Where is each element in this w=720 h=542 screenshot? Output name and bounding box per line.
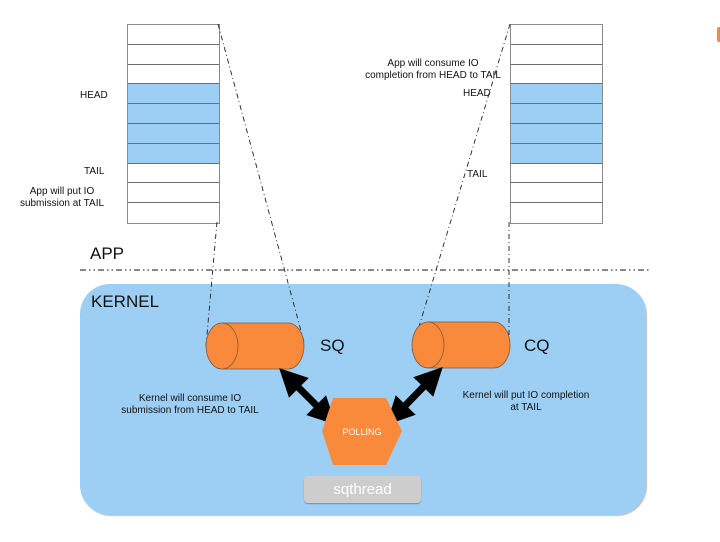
cq-ring-slot-empty bbox=[511, 163, 602, 184]
cq-ring-slot-empty bbox=[511, 64, 602, 85]
sq-kernel-note: Kernel will consume IO submission from H… bbox=[110, 393, 270, 417]
sqthread-box: sqthread bbox=[304, 476, 421, 503]
submission-ring-buffer bbox=[127, 24, 220, 224]
cq-ring-tail-label: TAIL bbox=[467, 169, 488, 180]
sq-ring-note: App will put IO submission at TAIL bbox=[14, 186, 110, 210]
cq-ring-head-label: HEAD bbox=[463, 88, 491, 99]
sq-cylinder bbox=[205, 322, 305, 370]
cq-kernel-note-line-1: Kernel will put IO completion bbox=[462, 390, 590, 401]
cq-ring-slot-filled bbox=[511, 143, 602, 164]
cq-ring-slot-empty bbox=[511, 44, 602, 65]
sq-ring-slot-filled bbox=[128, 143, 219, 164]
sq-projection-line-right bbox=[217, 23, 305, 343]
sq-ring-slot-filled bbox=[128, 123, 219, 144]
sq-ring-slot-empty bbox=[128, 64, 219, 85]
sq-ring-slot-empty bbox=[128, 203, 219, 223]
cq-label: CQ bbox=[524, 336, 550, 355]
sq-ring-slot-filled bbox=[128, 104, 219, 124]
app-layer-label: APP bbox=[90, 244, 125, 263]
cq-ring-slot-empty bbox=[511, 183, 602, 204]
cq-cylinder bbox=[411, 321, 511, 369]
kernel-layer-label: KERNEL bbox=[91, 292, 160, 311]
sq-ring-slot-empty bbox=[128, 163, 219, 184]
cq-ring-note-line-2: completion from HEAD to TAIL bbox=[365, 70, 501, 81]
sq-ring-slot-empty bbox=[128, 183, 219, 204]
sq-ring-slot-empty bbox=[128, 25, 219, 45]
cq-kernel-note: Kernel will put IO completion at TAIL bbox=[446, 390, 606, 414]
sq-ring-note-line-2: submission at TAIL bbox=[19, 198, 105, 209]
sq-ring-tail-label: TAIL bbox=[84, 166, 105, 177]
sq-projection-line-left bbox=[205, 221, 218, 347]
polling-label: POLLING bbox=[342, 427, 381, 437]
sq-polling-arrow bbox=[279, 368, 336, 425]
cq-polling-arrow bbox=[386, 366, 443, 426]
cq-projection-line-left bbox=[411, 23, 511, 351]
cq-ring-slot-empty bbox=[511, 25, 602, 45]
sq-kernel-note-line-1: Kernel will consume IO bbox=[138, 393, 242, 404]
cq-ring-slot-empty bbox=[511, 203, 602, 223]
sq-ring-slot-filled bbox=[128, 84, 219, 105]
sq-ring-slot-empty bbox=[128, 44, 219, 65]
sq-kernel-note-line-2: submission from HEAD to TAIL bbox=[121, 405, 259, 416]
cq-ring-note: App will consume IO completion from HEAD… bbox=[358, 58, 508, 82]
sq-ring-head-label: HEAD bbox=[80, 90, 108, 101]
cq-ring-slot-filled bbox=[511, 123, 602, 144]
sq-ring-note-line-1: App will put IO bbox=[29, 186, 95, 197]
completion-ring-buffer bbox=[510, 24, 603, 224]
cq-ring-slot-filled bbox=[511, 104, 602, 124]
sq-label: SQ bbox=[320, 336, 345, 355]
cq-ring-slot-filled bbox=[511, 84, 602, 105]
polling-hexagon bbox=[322, 398, 402, 465]
cq-ring-note-line-1: App will consume IO bbox=[387, 58, 479, 69]
cq-kernel-note-line-2: at TAIL bbox=[510, 402, 542, 413]
offscreen-shape-edge bbox=[717, 27, 720, 42]
